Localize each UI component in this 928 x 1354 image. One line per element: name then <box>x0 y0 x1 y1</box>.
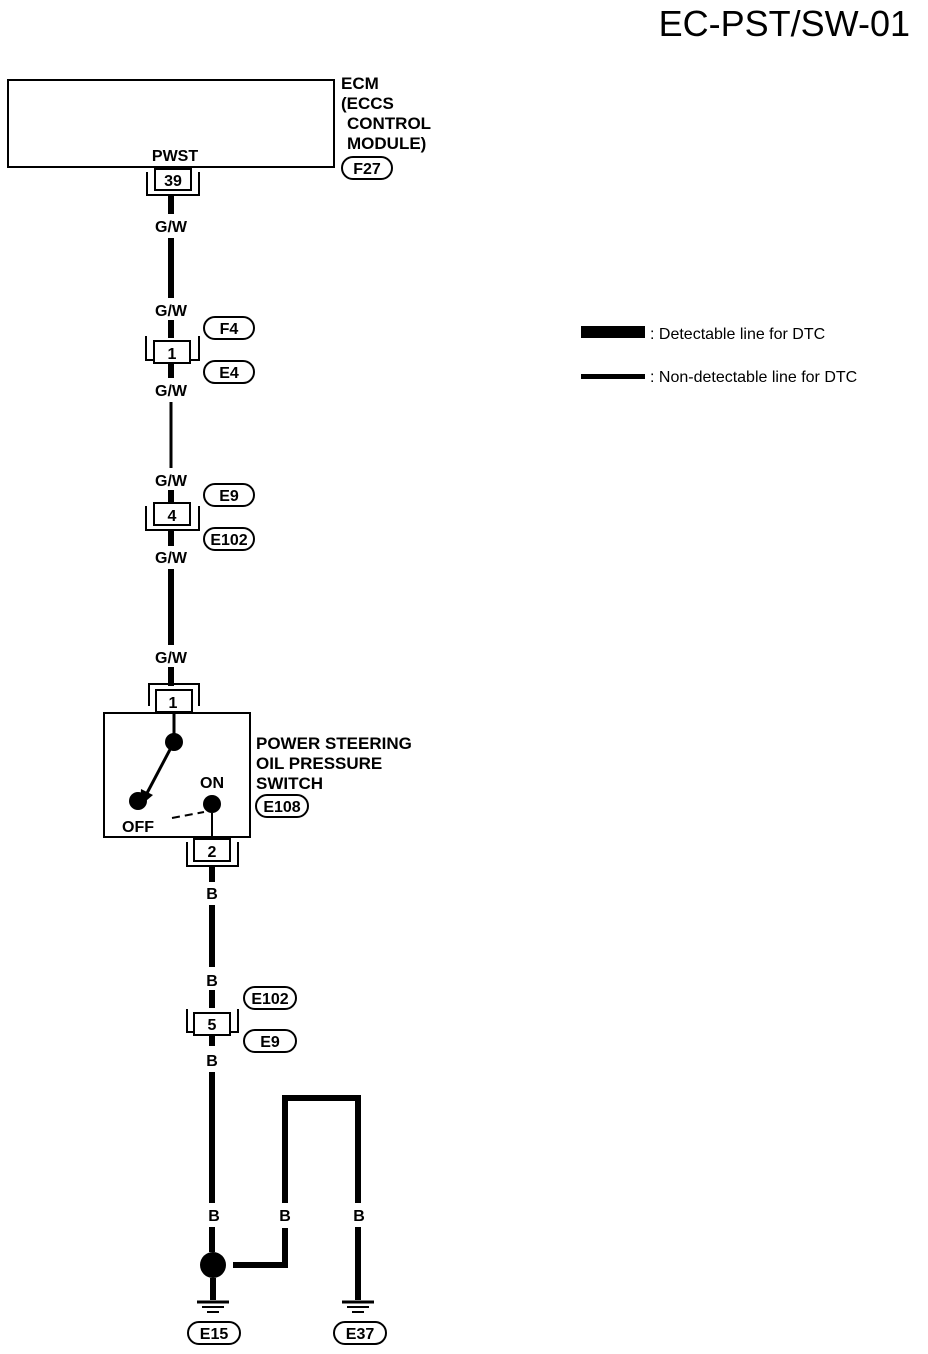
switch-name-line-2: OIL PRESSURE <box>256 754 382 773</box>
wire-gw-label-3: G/W <box>155 383 188 400</box>
ground-label-e37: E37 <box>346 1326 375 1343</box>
switch-pin-2: 2 <box>208 844 217 861</box>
switch-off-contact <box>129 792 147 810</box>
connector-label-e102-upper: E102 <box>210 532 247 549</box>
ecm-name-line-3: CONTROL <box>347 114 431 133</box>
wire-gw-label-6: G/W <box>155 650 188 667</box>
ground-splice <box>200 1252 226 1278</box>
switch-on-label: ON <box>200 775 224 792</box>
connector-badge-e4 <box>203 360 255 384</box>
ground-badge-e37 <box>333 1321 387 1345</box>
junction-connector-e102-e9: 5 E102 E9 <box>186 986 297 1053</box>
wire-b-label-1: B <box>206 886 218 903</box>
ecm-terminal-pin-box <box>154 168 192 191</box>
wire-gw-label-2: G/W <box>155 303 188 320</box>
switch-name-line-1: POWER STEERING <box>256 734 412 753</box>
switch-connector-label: E108 <box>263 799 300 816</box>
connector-label-e9-lower: E9 <box>260 1034 280 1051</box>
junction-pin-box-4 <box>153 502 191 526</box>
connector-label-e9-upper: E9 <box>219 488 239 505</box>
wire-gw-label-1: G/W <box>155 219 188 236</box>
switch-off-label: OFF <box>122 819 154 836</box>
ecm-unit: ECM (ECCS CONTROL MODULE) F27 PWST 39 <box>7 74 431 196</box>
junction-pin-5: 5 <box>208 1017 217 1034</box>
wire-b-label-5: B <box>279 1208 291 1225</box>
connector-label-f4: F4 <box>220 321 239 338</box>
page-title: EC-PST/SW-01 <box>659 3 910 44</box>
ground-e37: E37 <box>333 1300 387 1345</box>
power-steering-switch: 1 ON OFF POWER STEERING OIL PRESSURE SWI… <box>103 683 412 867</box>
ecm-name-line-4: MODULE) <box>347 134 426 153</box>
ecm-connector-badge <box>341 156 393 180</box>
connector-label-e4: E4 <box>219 365 239 382</box>
legend-detectable-label: : Detectable line for DTC <box>650 326 825 343</box>
connector-badge-e102-upper <box>203 527 255 551</box>
ecm-terminal-label: PWST <box>152 148 198 165</box>
junction-pin-4: 4 <box>168 508 177 525</box>
wire-b-label-2: B <box>206 973 218 990</box>
wire-b-loop-top <box>282 1095 361 1203</box>
wire-b-label-4: B <box>208 1208 220 1225</box>
ecm-connector-label: F27 <box>353 161 381 178</box>
ground-e15: E15 <box>187 1300 241 1345</box>
junction-pin-1: 1 <box>168 346 177 363</box>
switch-pin-box-2 <box>193 838 231 862</box>
switch-link-dashed <box>171 811 205 819</box>
connector-badge-e102-lower <box>243 986 297 1010</box>
switch-blade <box>144 741 176 796</box>
ecm-terminal-pin: 39 <box>164 173 182 190</box>
ecm-box <box>7 79 335 168</box>
junction-connector-f4-e4: 1 F4 E4 <box>145 316 255 384</box>
wire-b-loop <box>233 1228 288 1268</box>
connector-badge-e9-lower <box>243 1029 297 1053</box>
switch-connector-badge <box>255 794 309 818</box>
connector-badge-f4 <box>203 316 255 340</box>
legend-non-detectable-swatch <box>581 374 645 379</box>
legend-non-detectable-label: : Non-detectable line for DTC <box>650 369 857 386</box>
junction-connector-e9-e102: 4 E9 E102 <box>145 483 255 551</box>
switch-on-contact <box>203 795 221 813</box>
wire-b-label-3: B <box>206 1053 218 1070</box>
wire-gw-label-5: G/W <box>155 550 188 567</box>
switch-box <box>103 712 251 838</box>
switch-pin-1: 1 <box>169 695 178 712</box>
connector-badge-e9-upper <box>203 483 255 507</box>
ecm-name-line-1: ECM <box>341 74 379 93</box>
ground-badge-e15 <box>187 1321 241 1345</box>
ecm-name-line-2: (ECCS <box>341 94 394 113</box>
legend-detectable-swatch <box>581 326 645 338</box>
ground-label-e15: E15 <box>200 1326 229 1343</box>
connector-label-e102-lower: E102 <box>251 991 288 1008</box>
wire-b-label-6: B <box>353 1208 365 1225</box>
wire-gw-label-4: G/W <box>155 473 188 490</box>
legend: : Detectable line for DTC : Non-detectab… <box>581 326 857 386</box>
switch-name-line-3: SWITCH <box>256 774 323 793</box>
